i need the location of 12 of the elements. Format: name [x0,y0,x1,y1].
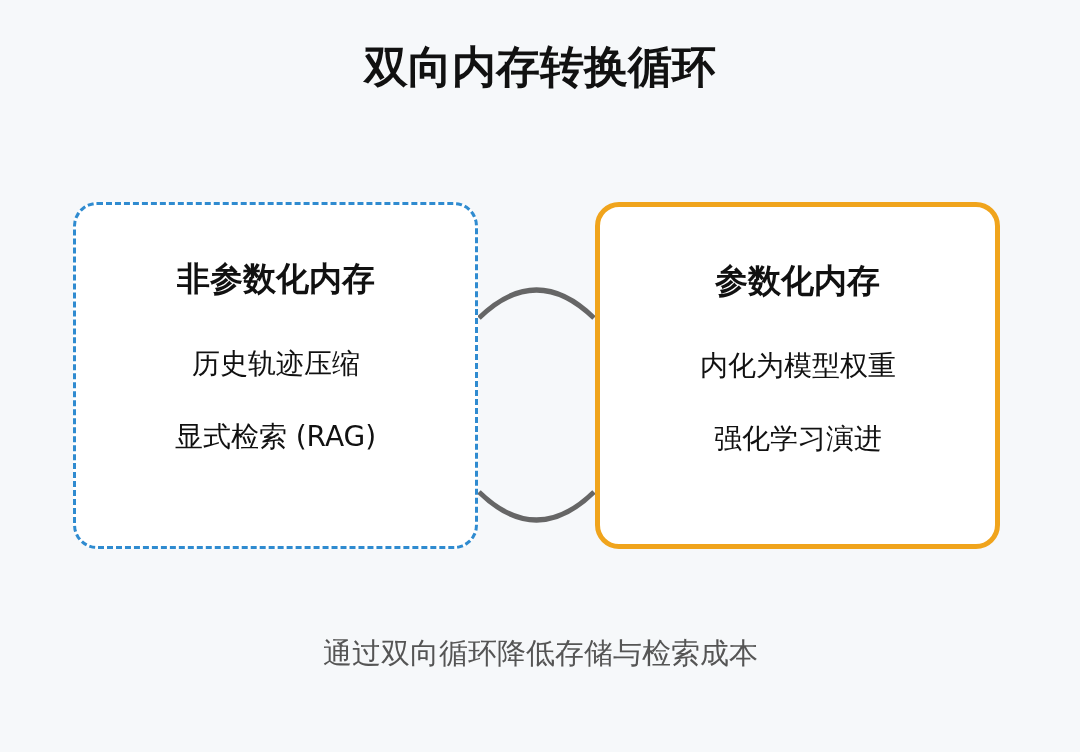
box-heading: 非参数化内存 [175,258,376,300]
box-text: 历史轨迹压缩 [190,346,361,382]
caption: 通过双向循环降低存储与检索成本 [321,635,759,672]
box-text: 显式检索 (RAG) [173,419,378,455]
connector-arc [477,490,596,523]
title: 双向内存转换循环 [362,40,717,94]
box-text: 内化为模型权重 [698,348,897,384]
box-heading: 参数化内存 [714,260,881,302]
connector-arc [477,287,596,320]
box-text: 强化学习演进 [712,421,883,457]
content-box [595,202,1000,549]
dashed-box [73,202,478,549]
